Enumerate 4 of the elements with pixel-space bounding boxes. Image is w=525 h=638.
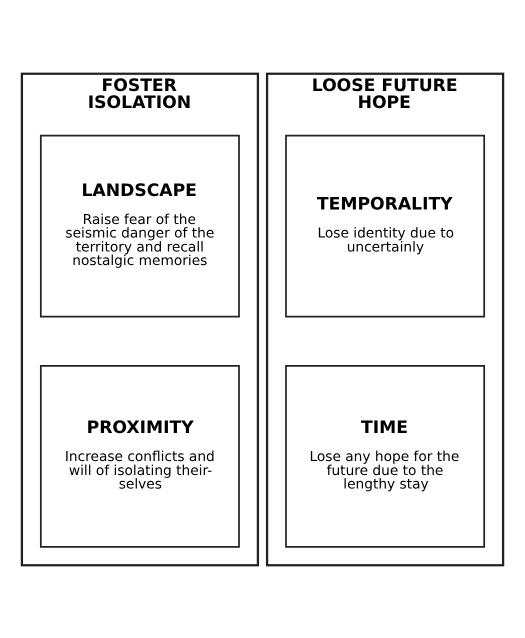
- node-box: TEMPORALITY Lose identity due to uncertainly: [285, 134, 486, 317]
- node-box: LANDSCAPE Raise fear of the seismic danger of the territory and recall nostalgic memories: [40, 134, 240, 317]
- node-box: PROXIMITY Increase conflicts and will of isolating their-selves: [40, 364, 240, 548]
- node-box: TIME Lose any hope for the future due to the lengthy stay: [285, 364, 486, 548]
